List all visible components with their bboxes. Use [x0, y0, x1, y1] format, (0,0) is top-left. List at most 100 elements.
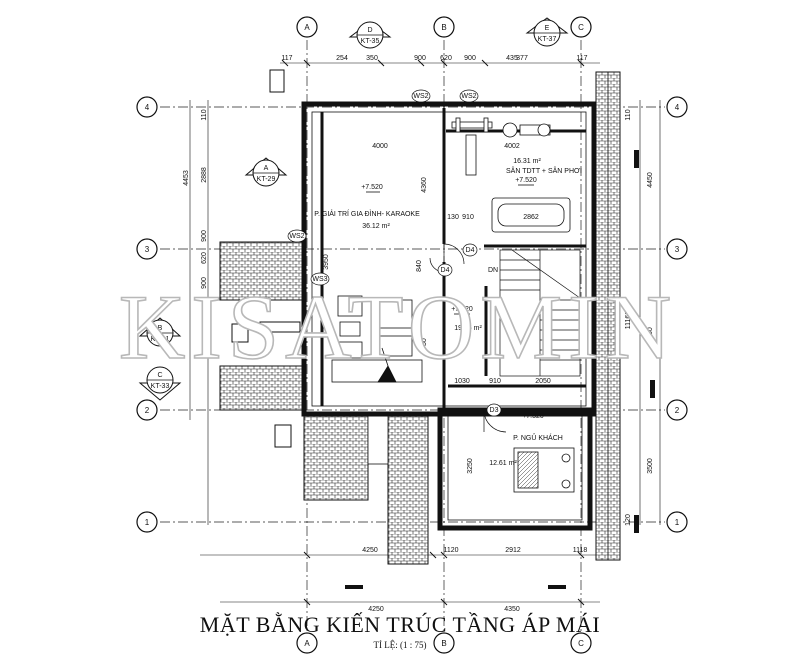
grid-bubble-row-2-right: 2: [666, 399, 688, 421]
dim-left-4: 620: [201, 252, 208, 264]
section-marker-a: A KT-29: [244, 157, 288, 187]
section-marker-b: B KT-31: [138, 317, 182, 347]
grid-bubble-row-1-right: 1: [666, 511, 688, 533]
svg-text:C: C: [578, 639, 584, 648]
svg-text:B: B: [158, 325, 163, 332]
dim-interior-7: 1030: [454, 378, 470, 385]
svg-text:1: 1: [145, 518, 150, 527]
dim-right-1: 110: [625, 109, 632, 120]
scale-label: TỈ LỆ: (1 : 75): [373, 640, 427, 650]
svg-text:WS3: WS3: [312, 276, 327, 283]
watermark-text: KISATOMIN: [119, 276, 677, 378]
dim-interior-3: 2862: [523, 214, 539, 221]
section-marker-c: C KT-33: [138, 366, 182, 401]
tag-ws2-top-right: WS2: [459, 89, 479, 103]
interior-walls: [320, 108, 586, 410]
chimney-blocks: [231, 69, 301, 448]
dim-interior-11: 130: [447, 214, 459, 221]
dim-bottom-4: 1118: [573, 547, 588, 554]
roof-eave-right: [595, 71, 621, 561]
exterior-walls: [301, 101, 597, 531]
tag-d3-guest: D3: [486, 403, 502, 417]
svg-text:WS2: WS2: [289, 233, 304, 240]
dim-right-6: 120: [625, 514, 632, 526]
svg-text:KT-35: KT-35: [361, 38, 380, 45]
room-hall-area: 19.15 m²: [454, 325, 482, 332]
svg-text:3: 3: [675, 245, 680, 254]
tag-dn: DN: [488, 267, 498, 274]
dim-top-7: 435: [506, 55, 518, 62]
room-guest-area: 12.61 m²: [489, 460, 517, 467]
grid-bubble-col-b-bottom: B: [433, 632, 455, 654]
bathtub-spa: [491, 197, 571, 233]
dim-bottom-outer-2: 4350: [504, 606, 520, 613]
staircase: [499, 249, 581, 377]
grid-bubble-col-b-top: B: [433, 16, 455, 38]
dim-bottom-3: 2912: [505, 547, 521, 554]
tag-ws2-left: WS2: [287, 229, 307, 243]
door-swings: [429, 243, 507, 433]
dim-bottom-2: 1120: [443, 547, 458, 554]
room-terrace-name: SÂN TDTT + SÂN PHƠI: [506, 166, 582, 175]
svg-text:C: C: [157, 372, 162, 379]
grid-bubble-col-c-bottom: C: [570, 632, 592, 654]
dim-left-1: 110: [201, 109, 208, 120]
svg-text:B: B: [441, 639, 446, 648]
tag-d4-hall: D4: [462, 243, 478, 257]
svg-text:2: 2: [145, 406, 150, 415]
grid-bubble-col-c-top: C: [570, 16, 592, 38]
svg-text:3: 3: [145, 245, 150, 254]
page-title: MẶT BẰNG KIẾN TRÚC TẦNG ÁP MÁI: [199, 612, 601, 637]
tag-ws3-left: WS3: [310, 272, 330, 286]
svg-text:KT-33: KT-33: [151, 383, 170, 390]
dim-interior-13: 3950: [323, 254, 330, 270]
dim-left-2: 2888: [201, 167, 208, 183]
grid-bubble-row-3-right: 3: [666, 238, 688, 260]
section-marker-e: E KT-37: [525, 17, 569, 47]
dim-right-4: 5050: [647, 327, 654, 343]
svg-text:A: A: [304, 639, 310, 648]
dim-top-8: 377: [516, 55, 528, 62]
room-hall-level: +7.520: [451, 306, 473, 313]
svg-text:KT-37: KT-37: [538, 36, 557, 43]
dimension-ticks: [281, 59, 585, 606]
dim-interior-6: 3750: [421, 338, 428, 354]
grid-bubble-col-a-bottom: A: [296, 632, 318, 654]
svg-text:D3: D3: [490, 407, 499, 414]
tag-ws2-top-left: WS2: [411, 89, 431, 103]
svg-text:2: 2: [675, 406, 680, 415]
dim-right-3: 11163: [625, 311, 632, 330]
dim-interior-5: 4360: [421, 177, 428, 193]
svg-text:D4: D4: [466, 247, 475, 254]
section-cut-marks: [345, 150, 655, 589]
room-guest-name: P. NGỦ KHÁCH: [513, 433, 563, 442]
dim-left-5: 900: [201, 277, 208, 289]
dim-top-3: 350: [366, 55, 378, 62]
section-marker-d: D KT-35: [348, 21, 392, 49]
grid-bubble-row-4-right: 4: [666, 96, 688, 118]
dim-bottom-outer-1: 4250: [368, 606, 384, 613]
svg-text:4: 4: [145, 103, 150, 112]
dimension-lines: [189, 62, 661, 603]
room-karaoke-area: 36.12 m²: [362, 223, 390, 230]
gym-equipment: [451, 117, 551, 176]
dim-interior-2: 4002: [504, 143, 520, 150]
dim-top-2: 254: [336, 55, 348, 62]
tag-d4-karaoke: D4: [437, 263, 453, 277]
svg-text:1: 1: [675, 518, 680, 527]
dim-interior-12: 840: [416, 260, 423, 272]
roof-eave-bottom-left: [303, 413, 429, 565]
grid-bubble-row-4-left: 4: [136, 96, 158, 118]
room-terrace-area: 16.31 m²: [513, 158, 541, 165]
grid-bubble-col-a-top: A: [296, 16, 318, 38]
dim-bottom-1: 4250: [362, 547, 378, 554]
dim-left-total: 4453: [183, 170, 190, 186]
dim-top-5: 620: [440, 55, 452, 62]
svg-text:KT-29: KT-29: [257, 176, 276, 183]
room-karaoke-level: +7.520: [361, 184, 383, 191]
svg-text:KT-31: KT-31: [151, 336, 170, 343]
room-karaoke-name: P. GIẢI TRÍ GIA ĐÌNH- KARAOKE: [314, 209, 420, 218]
svg-text:D: D: [367, 27, 372, 34]
dim-right-5: 3500: [647, 458, 654, 474]
